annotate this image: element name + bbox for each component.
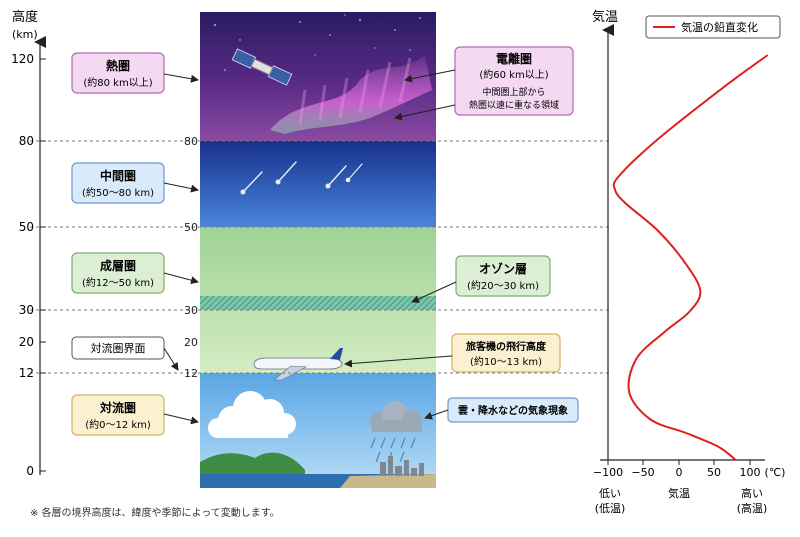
mesosphere-name: 中間圏 [100,168,136,183]
temperature-tick: 50 [707,466,721,479]
legend: 気温の鉛直変化 [645,15,781,39]
ionosphere-note-1: 中間圏上部から [482,86,545,98]
ionosphere-title: 電離圏 [496,51,532,66]
ozone-range: (約20～30 km) [467,279,539,292]
boundary-lines [30,140,612,374]
thermosphere-range: (約80 km以上) [83,76,152,89]
cloud [208,391,296,438]
temperature-axis-title: 気温 [592,9,618,25]
meteors [240,161,363,195]
tropopause-name: 対流圏界面 [91,341,146,355]
temperature-tick: 100 [740,466,761,479]
footnote: ※ 各層の境界高度は、緯度や季節によって変動します。 [30,506,280,519]
altitude-axis-title: 高度 [12,9,38,25]
stratosphere-name: 成層圏 [100,258,136,273]
center-label-80: 80 [184,135,198,148]
stars [214,14,421,71]
altitude-tick-label: 12 [19,366,34,380]
temperature-tick: −50 [631,466,654,479]
center-label-30: 30 [184,304,198,317]
altitude-tick-label: 50 [19,220,34,234]
rain-cloud [370,401,422,463]
aircraft-title: 旅客機の飛行高度 [466,340,547,353]
aurora [270,55,432,134]
tropopause-label: 対流圏界面 [71,336,179,371]
altitude-axis-unit: (km) [12,28,38,41]
weather-callout: 雲・降水などの気象現象 [424,397,579,423]
aurora-streaks [298,57,412,126]
troposphere-name: 対流圏 [99,400,136,415]
ionosphere-callout: 電離圏 (約60 km以上) 中間圏上部から 熱圏以遠に重なる領域 [394,46,574,121]
altitude-tick-label: 80 [19,134,34,148]
city-buildings [380,456,424,476]
center-label-12: 12 [184,367,198,380]
center-labels: 80 50 30 20 12 [184,135,198,380]
altitude-tick-label: 30 [19,303,34,317]
altitude-tick-label: 0 [26,464,34,478]
low-temp-label: 低い [599,487,621,500]
stratosphere-range: (約12～50 km) [82,276,154,289]
temperature-unit: (℃) [765,466,786,479]
high-temp-label: 高い [741,486,763,500]
altitude-tick-label: 20 [19,335,34,349]
satellite-icon [231,48,293,86]
temperature-curve [612,54,769,461]
thermosphere-label: 熱圏 (約80 km以上) [71,52,199,94]
troposphere-label: 対流圏 (約0～12 km) [71,394,199,436]
weather-title: 雲・降水などの気象現象 [458,404,568,417]
aircraft-callout: 旅客機の飛行高度 (約10～13 km) [344,333,561,373]
mesosphere-band [200,141,436,227]
ionosphere-note-2: 熱圏以遠に重なる領域 [469,99,559,111]
stratosphere-label: 成層圏 (約12～50 km) [71,252,199,294]
aircraft-range: (約10～13 km) [470,355,542,368]
high-temp-sub: (高温) [737,501,768,515]
thermosphere-name: 熱圏 [106,58,130,73]
center-label-20: 20 [184,336,198,349]
low-temp-sub: (低温) [595,502,626,515]
troposphere-range: (約0～12 km) [85,418,151,431]
ionosphere-range: (約60 km以上) [479,68,548,81]
atmosphere-column [200,12,436,488]
shore [340,474,436,488]
ozone-layer-band [200,296,436,310]
mesosphere-label: 中間圏 (約50～80 km) [71,162,199,204]
temperature-tick: −100 [593,466,623,479]
ozone-title: オゾン層 [479,261,527,276]
temperature-tick: 0 [676,466,683,479]
altitude-tick-label: 120 [11,52,34,66]
temp-mid-label: 気温 [668,486,690,500]
center-label-50: 50 [184,221,198,234]
mesosphere-range: (約50～80 km) [82,186,154,199]
legend-label: 気温の鉛直変化 [681,20,758,34]
temperature-chart: 気温 −100 −50 0 50 100 (℃) 低い (低温) 気温 高い (… [592,9,785,515]
altitude-axis: 高度 (km) 120 80 50 30 20 12 0 [11,9,46,478]
ozone-callout: オゾン層 (約20～30 km) [411,255,551,303]
